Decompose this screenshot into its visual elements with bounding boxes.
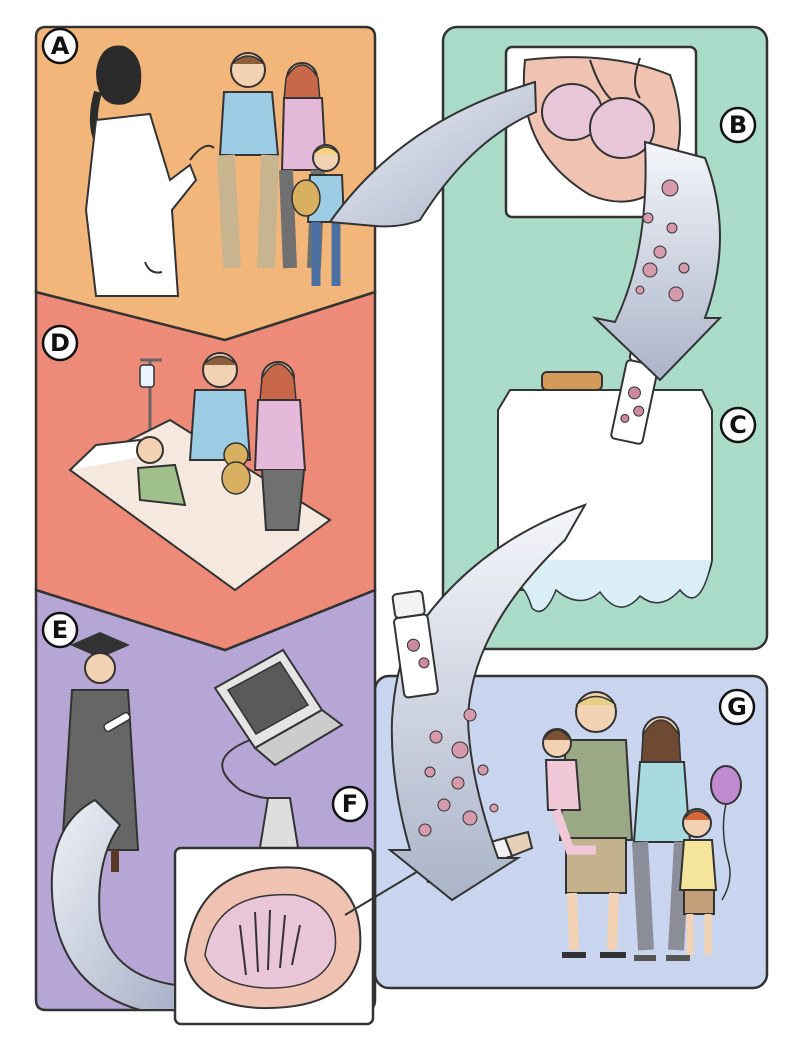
panel-d [34,290,377,652]
panel-a [34,25,377,342]
badge-c: C [719,406,757,444]
happy-family-icon [542,691,718,961]
arrow-e-to-f [50,798,176,1011]
panel-e [34,588,534,1026]
doctor-icon [84,45,215,297]
svg-text:C: C [729,411,747,439]
vial-icon-2 [391,589,439,699]
badge-a: A [41,27,79,65]
arrow-b-to-c [591,140,723,382]
arrow-a-to-b [328,80,538,228]
svg-text:E: E [52,616,68,644]
svg-text:D: D [50,329,70,357]
scan-image [183,866,362,1010]
arrow-c-to-f [387,503,588,902]
ultrasound-laptop-icon [213,648,344,861]
badge-e: E [41,611,79,649]
cell-cluster-2 [418,708,499,837]
balloon-icon [710,765,742,901]
badge-d: D [41,324,79,362]
svg-text:B: B [729,111,747,139]
badge-b: B [719,106,757,144]
hospital-bed-icon [68,352,332,592]
family-icon [217,52,346,286]
svg-text:A: A [51,32,70,60]
badge-f: F [331,785,369,823]
svg-text:G: G [727,693,747,721]
panel-g [373,674,769,990]
badge-g: G [718,688,756,726]
svg-text:F: F [342,790,358,818]
cell-cluster-1 [635,179,690,302]
